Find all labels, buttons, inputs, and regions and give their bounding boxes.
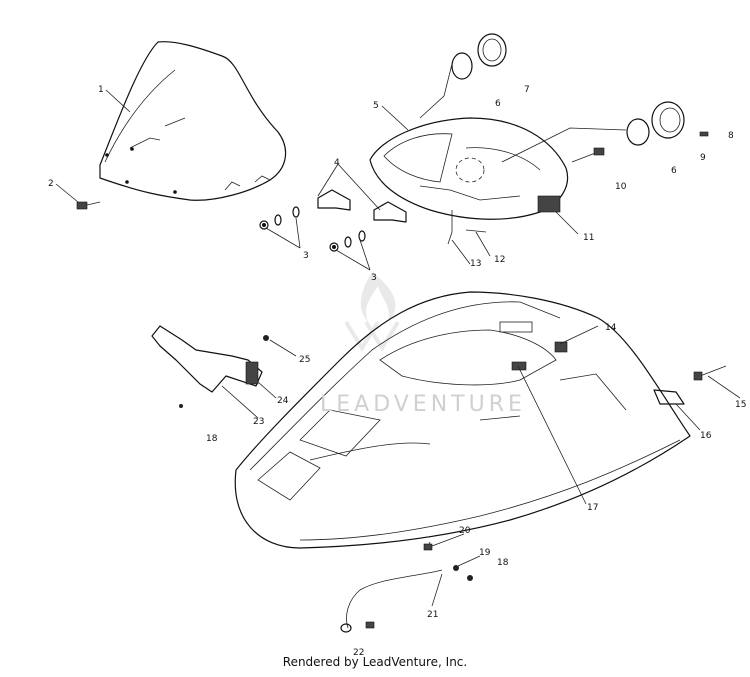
bulb-part <box>699 131 709 137</box>
watermark-text: LEADVENTURE <box>320 392 526 417</box>
callout-7: 7 <box>524 85 530 95</box>
cable-parts <box>447 210 487 245</box>
callout-25: 25 <box>299 355 310 365</box>
callout-10: 10 <box>615 182 627 192</box>
windshield-part <box>99 41 287 201</box>
callout-4: 4 <box>334 158 340 168</box>
footer-credit: Rendered by LeadVenture, Inc. <box>282 655 468 669</box>
callout-3a: 3 <box>303 251 309 261</box>
callout-8: 8 <box>728 131 734 141</box>
callout-24: 24 <box>277 396 289 406</box>
callout-6a: 6 <box>495 99 501 109</box>
callout-16: 16 <box>700 431 712 441</box>
side-bracket <box>151 325 269 408</box>
callout-5: 5 <box>373 101 379 111</box>
callout-18b: 18 <box>497 558 509 568</box>
callout-22: 22 <box>353 648 364 658</box>
callout-14: 14 <box>605 323 617 333</box>
callout-12: 12 <box>494 255 505 265</box>
callout-15: 15 <box>735 400 746 410</box>
hood-body <box>234 291 691 549</box>
wire-connector <box>571 147 605 163</box>
callout-labels: 1 2 3 3 4 5 6 6 7 8 9 10 11 12 13 14 15 … <box>48 85 746 658</box>
callout-9: 9 <box>700 153 706 163</box>
gauges <box>451 33 685 146</box>
callout-18a: 18 <box>206 434 218 444</box>
callout-6b: 6 <box>671 166 677 176</box>
callout-21: 21 <box>427 610 438 620</box>
console-pod <box>369 117 569 220</box>
callout-17: 17 <box>587 503 598 513</box>
callout-2: 2 <box>48 179 54 189</box>
screw-part <box>76 201 101 210</box>
callout-3b: 3 <box>371 273 377 283</box>
callout-19: 19 <box>479 548 491 558</box>
callout-11: 11 <box>583 233 594 243</box>
watermark-logo-icon <box>344 272 400 352</box>
callout-23: 23 <box>253 417 264 427</box>
callout-20: 20 <box>459 526 471 536</box>
mounting-brackets <box>317 189 407 223</box>
nuts-washers <box>259 206 366 252</box>
leader-lines <box>55 89 741 607</box>
hood-latch <box>653 365 727 405</box>
callout-13: 13 <box>470 259 481 269</box>
tether-cable <box>340 541 473 633</box>
callout-1: 1 <box>98 85 104 95</box>
